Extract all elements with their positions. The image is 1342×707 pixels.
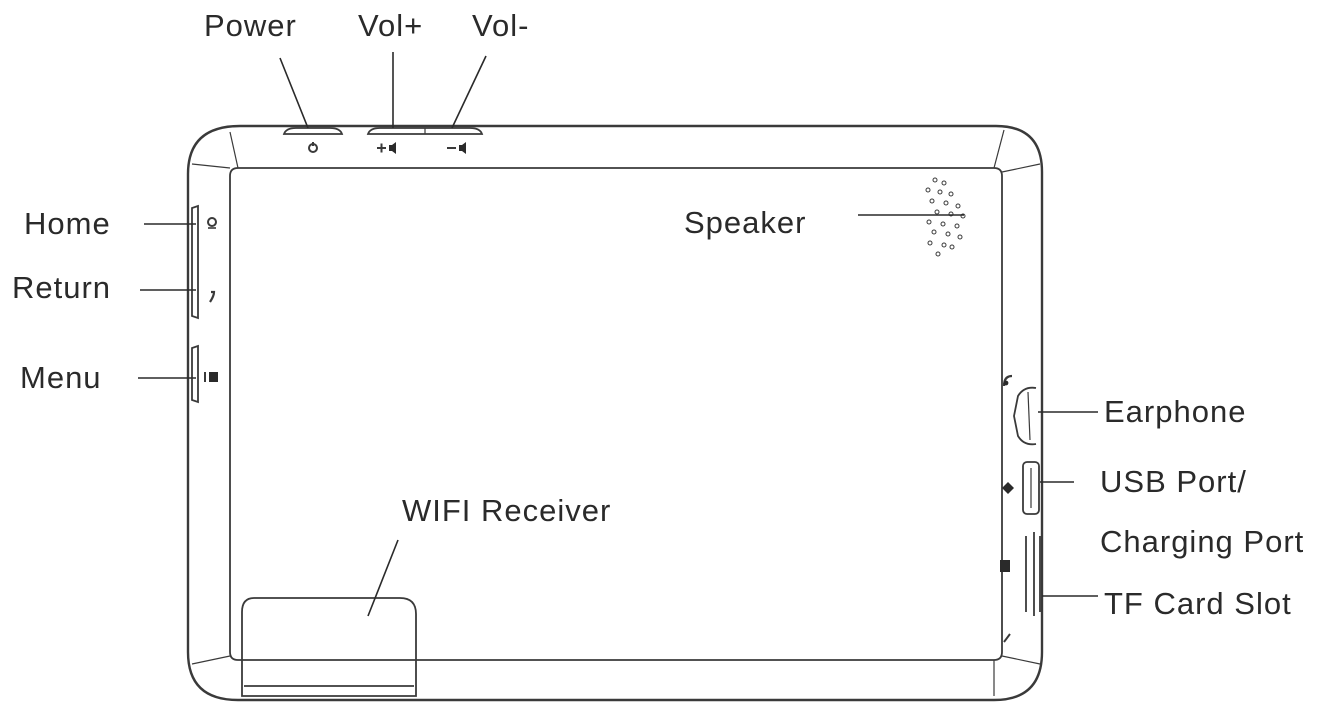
leader-vol-minus bbox=[451, 55, 487, 129]
home-return-rocker bbox=[191, 204, 199, 320]
power-icon bbox=[308, 142, 318, 153]
tablet-body bbox=[186, 124, 1044, 702]
label-power: Power bbox=[204, 8, 297, 43]
corner-bevel-tl2 bbox=[191, 163, 231, 169]
label-menu: Menu bbox=[20, 360, 102, 395]
usb-port bbox=[1022, 461, 1040, 515]
tf-card-slot bbox=[1025, 532, 1041, 616]
leader-power bbox=[279, 57, 309, 129]
power-button bbox=[282, 127, 344, 135]
sd-card-icon bbox=[1000, 560, 1010, 572]
labels: Power Vol+ Vol- Home Return Menu Speaker… bbox=[12, 8, 1304, 621]
label-wifi-receiver: WIFI Receiver bbox=[402, 493, 611, 528]
label-speaker: Speaker bbox=[684, 205, 806, 240]
corner-bevel-br bbox=[1001, 655, 1041, 665]
label-home: Home bbox=[24, 206, 111, 241]
volume-down-icon bbox=[447, 142, 466, 154]
top-buttons bbox=[282, 127, 484, 154]
earphone-jack bbox=[1013, 386, 1037, 446]
tablet-outer-shell bbox=[186, 124, 1044, 702]
label-vol-plus: Vol+ bbox=[358, 8, 423, 43]
label-return: Return bbox=[12, 270, 111, 305]
corner-bevel-bl bbox=[191, 655, 231, 665]
corner-bevel-tr bbox=[993, 129, 1005, 169]
right-ports bbox=[1000, 374, 1041, 643]
corner-bevel-tl bbox=[229, 131, 239, 169]
label-usb-port: USB Port/ bbox=[1100, 464, 1247, 499]
leader-lines bbox=[138, 52, 1098, 617]
menu-icon bbox=[204, 372, 218, 382]
left-buttons bbox=[191, 204, 218, 404]
speaker-grille bbox=[925, 177, 966, 257]
volume-rocker bbox=[366, 127, 484, 135]
label-tf-card-slot: TF Card Slot bbox=[1104, 586, 1292, 621]
label-earphone: Earphone bbox=[1104, 394, 1246, 429]
headphone-icon bbox=[1002, 374, 1013, 387]
usb-icon bbox=[1002, 482, 1014, 494]
wifi-receiver-block bbox=[241, 597, 417, 697]
corner-bevel-tr2 bbox=[1001, 163, 1041, 173]
earphone-jack-inner bbox=[1027, 391, 1031, 441]
label-vol-minus: Vol- bbox=[472, 8, 529, 43]
return-icon bbox=[209, 290, 216, 303]
leader-wifi bbox=[367, 539, 399, 617]
home-icon bbox=[207, 217, 217, 229]
tablet-inner-panel bbox=[229, 167, 1003, 661]
wifi-receiver-outline bbox=[241, 597, 417, 697]
label-charging-port: Charging Port bbox=[1100, 524, 1304, 559]
tf-card-notch-icon bbox=[1003, 633, 1011, 643]
volume-up-icon bbox=[377, 142, 396, 154]
menu-button bbox=[191, 344, 199, 404]
